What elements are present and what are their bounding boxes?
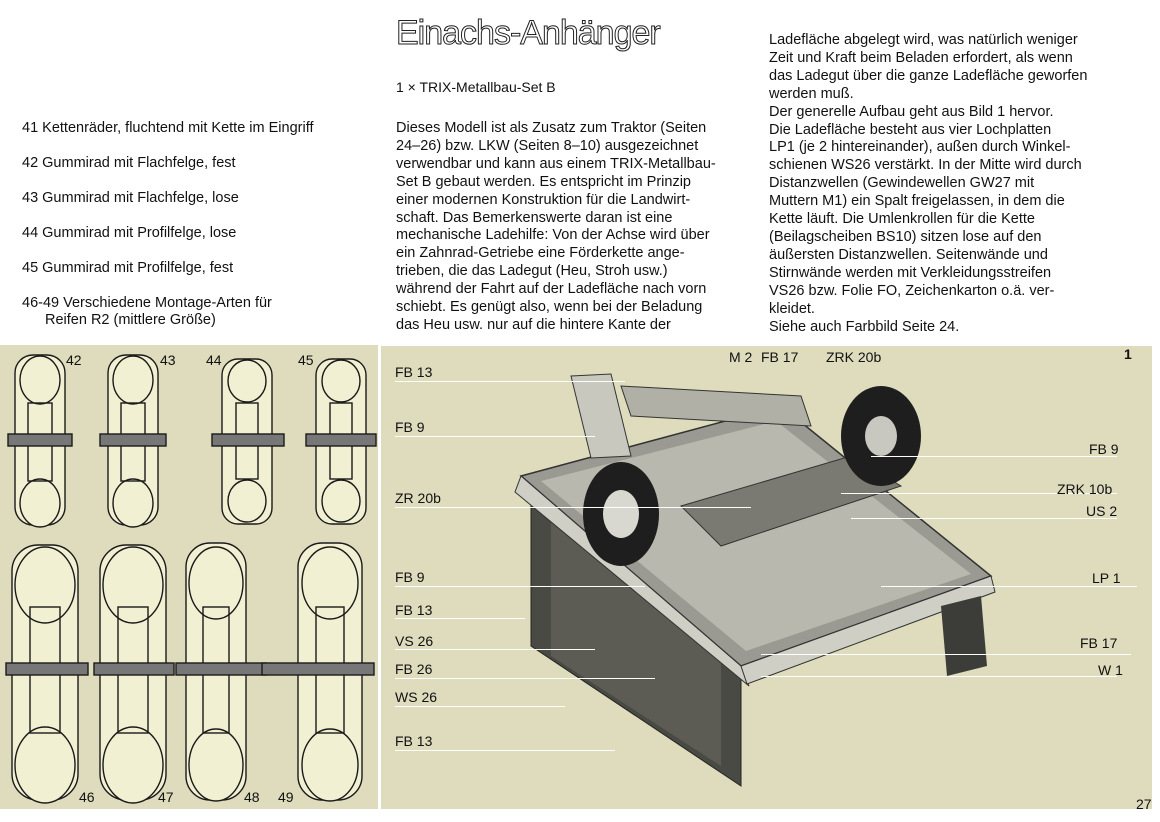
text-line: Set B gebaut werden. Es entspricht im Pr… — [396, 173, 691, 190]
text-line: Stirnwände werden mit Verkleidungsstreif… — [769, 264, 1052, 281]
part-label: ZRK 20b — [826, 349, 882, 365]
wheel-46-drawing — [5, 544, 89, 804]
list-item: 46-49 Verschiedene Montage-Arten für — [22, 295, 272, 311]
figure-number: 1 — [1124, 346, 1132, 362]
list-item: 45 Gummirad mit Profilfelge, fest — [22, 260, 234, 276]
text-line: mechanische Ladehilfe: Von der Achse wir… — [396, 227, 710, 244]
part-label: M 2 — [729, 349, 753, 365]
wheel-49-drawing — [261, 542, 375, 802]
wheel-label: 43 — [160, 352, 176, 368]
wheel-label: 46 — [79, 789, 95, 805]
subtitle: 1 × TRIX-Metallbau-Set B — [396, 79, 556, 95]
text-line: das Ladegut über die ganze Ladefläche ge… — [769, 67, 1088, 84]
part-label: FB 17 — [1080, 635, 1118, 651]
wheel-label: 49 — [278, 789, 294, 805]
wheel-47-drawing — [93, 544, 175, 804]
part-label: WS 26 — [395, 689, 438, 705]
trailer-model-figure: FB 13 FB 9 ZR 20b FB 9 FB 13 VS 26 FB 26… — [381, 346, 1152, 809]
body-text-right: Ladefläche abgelegt wird, was natürlich … — [769, 32, 1087, 336]
text-line: Muttern M1) ein Spalt freigelassen, in d… — [769, 193, 1065, 210]
text-line: kleidet. — [769, 300, 815, 317]
part-label: FB 17 — [761, 349, 799, 365]
text-line: (Beilagscheiben BS10) sitzen lose auf de… — [769, 228, 1042, 245]
list-item: 41 Kettenräder, fluchtend mit Kette im E… — [22, 120, 314, 136]
text-line: 24–26) bzw. LKW (Seiten 8–10) ausgezeich… — [396, 137, 699, 154]
text-line: verwendbar und kann aus einem TRIX-Metal… — [396, 155, 716, 172]
text-line: schiebt. Es genügt also, wenn bei der Be… — [396, 299, 703, 316]
text-line: trieben, die das Ladegut (Heu, Stroh usw… — [396, 263, 668, 280]
part-label: VS 26 — [395, 633, 434, 649]
part-label: FB 13 — [395, 364, 433, 380]
part-label: FB 13 — [395, 602, 433, 618]
wheel-label: 45 — [298, 352, 314, 368]
page-number: 27 — [1136, 796, 1152, 812]
part-label: FB 26 — [395, 661, 433, 677]
wheel-label: 47 — [158, 789, 174, 805]
part-label: US 2 — [1086, 503, 1118, 519]
page-title: Einachs-Anhänger — [396, 14, 662, 53]
text-line: das Heu usw. nur auf die hintere Kante d… — [396, 316, 671, 333]
body-text-middle: Dieses Modell ist als Zusatz zum Traktor… — [396, 120, 716, 335]
part-label: FB 13 — [395, 733, 433, 749]
text-line: Zeit und Kraft beim Beladen erfordert, a… — [769, 49, 1073, 66]
wheel-45-drawing — [305, 358, 377, 525]
wheel-mounting-illustration: 42 43 44 45 46 47 48 49 — [0, 345, 378, 809]
wheel-43-drawing — [99, 354, 167, 528]
text-line: Die Ladefläche besteht aus vier Lochplat… — [769, 121, 1052, 138]
part-label: FB 9 — [395, 569, 425, 585]
text-line: einer modernen Konstruktion für die Land… — [396, 191, 691, 208]
part-label: LP 1 — [1092, 570, 1121, 586]
text-line: Distanzwellen (Gewindewellen GW27 mit — [769, 175, 1035, 192]
trailer-drawing — [514, 373, 996, 787]
part-label: FB 9 — [395, 419, 425, 435]
list-item: Reifen R2 (mittlere Größe) — [45, 312, 216, 328]
list-item: 42 Gummirad mit Flachfelge, fest — [22, 155, 236, 171]
parts-legend-list: 41 Kettenräder, fluchtend mit Kette im E… — [22, 120, 314, 347]
text-line: schienen WS26 verstärkt. In der Mitte wi… — [769, 157, 1082, 174]
part-label: FB 9 — [1089, 441, 1119, 457]
text-line: LP1 (je 2 hintereinander), außen durch W… — [769, 139, 1071, 156]
text-line: äußersten Distanzwellen. Seitenwände und — [769, 246, 1048, 263]
text-line: Ladefläche abgelegt wird, was natürlich … — [769, 32, 1078, 48]
wheel-label: 44 — [206, 352, 222, 368]
text-line: ein Zahnrad-Getriebe eine Förderkette an… — [396, 245, 685, 262]
text-line: Kette läuft. Die Umlenkrollen für die Ke… — [769, 211, 1035, 228]
part-label: ZR 20b — [395, 490, 441, 506]
text-line: Der generelle Aufbau geht aus Bild 1 her… — [769, 103, 1054, 120]
text-line: werden muß. — [769, 85, 854, 102]
text-line: Siehe auch Farbbild Seite 24. — [769, 318, 960, 335]
text-line: VS26 bzw. Folie FO, Zeichenkarton o.ä. v… — [769, 282, 1055, 299]
part-label: ZRK 10b — [1057, 481, 1113, 497]
text-line: Dieses Modell ist als Zusatz zum Traktor… — [396, 120, 707, 136]
text-line: schaft. Das Bemerkenswerte daran ist ein… — [396, 209, 673, 226]
wheel-label: 42 — [66, 352, 82, 368]
list-item: 43 Gummirad mit Flachfelge, lose — [22, 190, 239, 206]
wheel-48-drawing — [175, 542, 267, 802]
list-item: 44 Gummirad mit Profilfelge, lose — [22, 225, 237, 241]
wheel-44-drawing — [211, 358, 285, 525]
wheel-label: 48 — [244, 789, 260, 805]
wheel-42-drawing — [7, 354, 73, 528]
text-line: während der Fahrt auf der Ladefläche nac… — [396, 281, 707, 298]
part-label: W 1 — [1098, 662, 1123, 678]
wheels-drawing — [5, 354, 377, 804]
